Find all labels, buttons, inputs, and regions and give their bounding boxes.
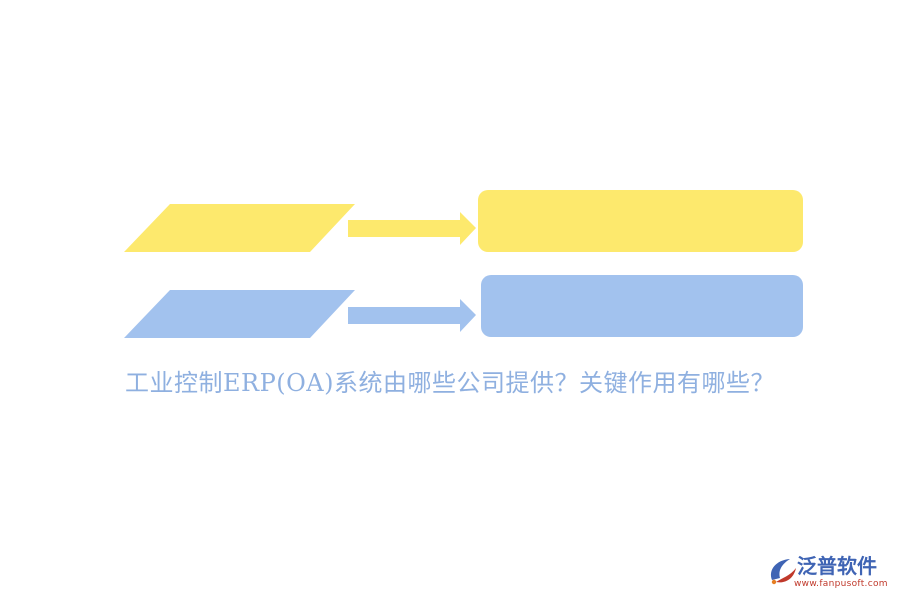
brand-url: www.fanpusoft.com <box>794 579 888 589</box>
row-1-arrow <box>348 212 476 245</box>
row-1-parallelogram <box>124 204 355 252</box>
page-title: 工业控制ERP(OA)系统由哪些公司提供？关键作用有哪些？ <box>125 369 775 397</box>
brand-name: 泛普软件 <box>797 554 877 578</box>
row-1-box <box>478 190 803 252</box>
row-2-arrow <box>348 299 476 332</box>
flow-row-2 <box>124 275 803 338</box>
flow-row-1 <box>124 190 803 252</box>
brand-logo[interactable]: 泛普软件 www.fanpusoft.com <box>766 552 892 592</box>
row-2-parallelogram <box>124 290 355 338</box>
fanpu-logo-icon <box>770 559 796 585</box>
row-2-box <box>481 275 803 337</box>
